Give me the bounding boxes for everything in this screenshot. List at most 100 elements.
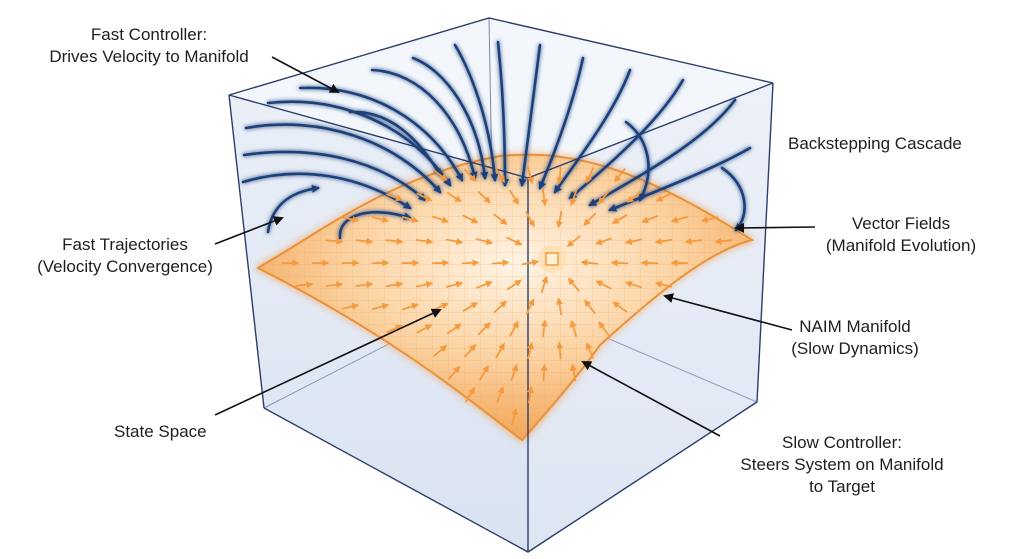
vector-arrow [446,192,462,203]
vector-arrow [526,298,535,315]
vector-arrow [445,238,464,245]
vector-arrow [433,169,448,181]
trajectory-curve [370,68,478,180]
vector-arrow [556,341,564,360]
vector-arrow [714,237,733,245]
vector-arrow [495,342,505,359]
vector-arrow [464,343,477,358]
vector-arrow [540,188,548,207]
trajectory-curve [553,68,632,194]
vector-arrow [583,212,597,226]
vector-arrow [626,191,641,203]
vector-arrow [584,299,596,314]
vector-arrow [540,363,548,382]
vector-arrow [566,235,581,247]
vector-arrow [431,259,450,267]
vector-arrow [386,324,403,333]
trajectory-curve [242,150,427,202]
vector-arrow [493,300,507,314]
vector-arrow [445,280,464,288]
vector-arrow [465,386,475,403]
vector-arrow [355,281,374,289]
vector-arrow [462,214,479,224]
vector-arrow [495,167,505,184]
vector-arrow [624,238,643,245]
vector-arrow [341,303,360,310]
vector-arrow [641,215,658,224]
vector-arrow [463,168,477,182]
label-state-space: State Space [114,422,207,441]
vector-arrow [448,365,461,380]
trajectory-curve [453,43,499,182]
vector-arrow [526,385,534,404]
vector-arrow [525,211,535,228]
vector-arrow [654,237,673,245]
vector-arrow [371,302,390,310]
vector-arrow [385,281,404,289]
vector-arrow [569,188,578,206]
vector-arrow [341,216,360,223]
trajectory-curve [568,78,685,200]
vector-arrow [585,342,594,359]
vector-arrow [479,364,489,381]
vector-arrow [416,324,433,334]
vector-arrow [506,279,522,291]
vector-arrow [521,259,540,267]
vector-arrow [496,386,505,403]
vector-arrow [511,407,519,426]
pointer-state-space [214,308,442,416]
vector-arrow [493,213,508,225]
naim-manifold-surface [255,153,755,442]
vector-arrow [416,192,433,202]
pointer-naim-manifold [663,293,793,331]
vector-arrow [567,277,580,292]
label-fast-trajectories: Fast Trajectories (Velocity Convergence) [37,235,213,276]
vector-arrow [610,259,629,267]
vector-arrow [371,216,390,223]
vector-arrow [325,237,344,245]
vector-arrow [700,216,719,224]
vector-arrow [431,215,449,224]
vector-arrow [385,237,404,245]
pointer-fast-trajectories [214,216,284,245]
trajectory-curve [496,40,509,187]
label-naim-manifold: NAIM Manifold (Slow Dynamics) [791,317,919,358]
vector-arrow [585,167,594,184]
vector-arrow [475,238,494,246]
vector-arrow [461,259,480,267]
target-point [538,245,566,273]
vector-arrow [540,275,549,294]
vector-arrow [462,302,479,312]
trajectory-curve [298,86,464,182]
label-vector-fields: Vector Fields (Manifold Evolution) [825,214,977,255]
vector-arrow [415,237,434,245]
vector-arrow [670,215,689,224]
vector-arrow [595,237,612,246]
trajectory-curve [588,98,737,207]
vector-arrow [401,216,420,224]
vector-arrow [556,166,564,185]
vector-arrow [611,214,628,224]
pointer-slow-controller [581,361,721,437]
trajectory-curve [241,172,412,210]
trajectory-curve [411,56,489,180]
vector-arrow [477,190,491,204]
vector-arrow [295,281,314,289]
vector-arrow [580,259,599,267]
vector-arrow [415,281,434,288]
vector-arrow [509,189,519,206]
trajectory-curve [624,120,650,202]
trajectory-curve [518,43,542,187]
vector-arrow [476,280,493,289]
trajectory-curve [348,110,442,177]
vector-arrow [570,363,577,382]
vector-arrow [684,237,703,245]
vector-arrow [446,323,462,335]
label-backstepping-cascade: Backstepping Cascade [788,134,962,153]
label-pointers [214,56,816,437]
vector-arrow [540,319,548,338]
vector-arrow [556,297,564,316]
box-top-face [229,18,773,178]
label-fast-controller: Fast Controller: Drives Velocity to Mani… [49,25,249,66]
vector-arrow [614,168,626,183]
